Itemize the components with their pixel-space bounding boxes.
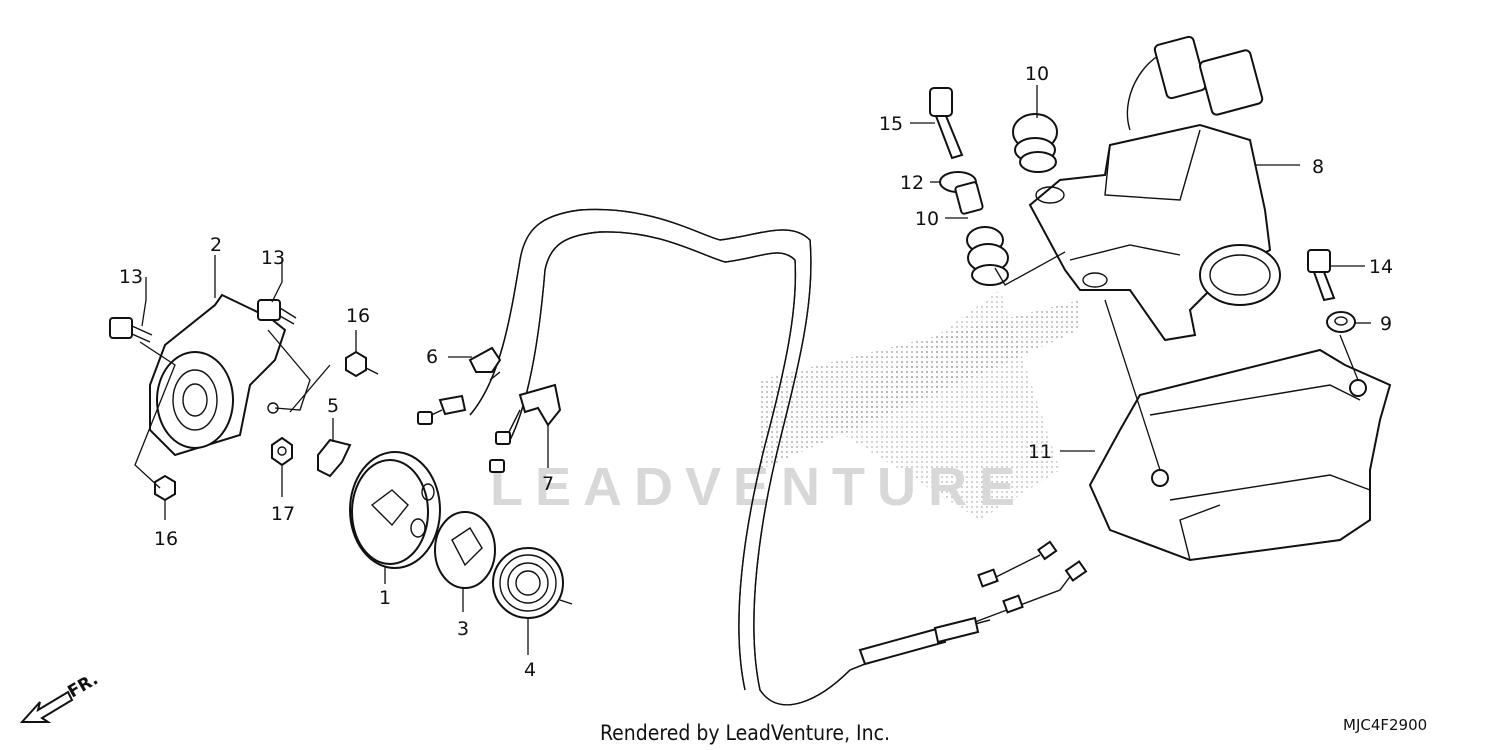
part-4-spring[interactable]	[492, 547, 573, 619]
callout-5[interactable]: 5	[327, 395, 339, 417]
callout-17[interactable]: 17	[271, 503, 295, 525]
front-arrow-icon	[19, 690, 74, 723]
part-7-bracket[interactable]	[489, 383, 562, 473]
callout-3[interactable]: 3	[457, 618, 469, 640]
part-17-nut[interactable]	[271, 436, 293, 467]
part-13-bolt-left[interactable]	[109, 317, 153, 343]
part-16-nut-top[interactable]	[345, 350, 379, 378]
part-3-plate[interactable]	[434, 511, 496, 589]
callout-10-bottom[interactable]: 10	[915, 208, 939, 230]
callout-13-right[interactable]: 13	[261, 247, 285, 269]
watermark-text: LEADVENTURE	[490, 457, 1027, 517]
callout-7[interactable]: 7	[542, 473, 554, 495]
callout-8[interactable]: 8	[1312, 156, 1324, 178]
throttle-cables[interactable]	[469, 208, 1088, 706]
leader-lines	[134, 85, 1371, 655]
callout-11[interactable]: 11	[1028, 441, 1052, 463]
callout-12[interactable]: 12	[900, 172, 924, 194]
part-13-bolt-right[interactable]	[257, 299, 297, 325]
part-9-washer[interactable]	[1326, 311, 1356, 333]
callout-16-bottom[interactable]: 16	[154, 528, 178, 550]
callout-4[interactable]: 4	[524, 659, 536, 681]
part-11-tray[interactable]	[1088, 348, 1392, 562]
part-5-clip[interactable]	[317, 438, 352, 478]
callout-13-left[interactable]: 13	[119, 266, 143, 288]
callout-15[interactable]: 15	[879, 113, 903, 135]
watermark: LEADVENTURE	[490, 290, 1080, 520]
diagram-code: MJC4F2900	[1343, 716, 1427, 734]
callout-14[interactable]: 14	[1369, 256, 1393, 278]
callout-1[interactable]: 1	[379, 587, 391, 609]
footer-credit: Rendered by LeadVenture, Inc.	[600, 721, 890, 745]
part-16-nut-bottom[interactable]	[154, 474, 176, 502]
callout-6[interactable]: 6	[426, 346, 438, 368]
part-15-bolt[interactable]	[929, 87, 964, 160]
part-10-grommet-bottom[interactable]	[966, 226, 1009, 286]
part-6-bracket[interactable]	[417, 346, 502, 425]
part-10-grommet-top[interactable]	[1012, 113, 1058, 173]
part-2-cover[interactable]	[149, 293, 287, 457]
callout-10-top[interactable]: 10	[1025, 63, 1049, 85]
part-12-collar[interactable]	[939, 171, 984, 215]
part-14-bolt[interactable]	[1307, 249, 1336, 302]
part-1-pulley[interactable]	[349, 451, 441, 569]
callout-9[interactable]: 9	[1380, 313, 1392, 335]
callout-16-top[interactable]: 16	[346, 305, 370, 327]
callouts: 1 2 3 4 5 6 7 8 9 10 10 11 12 13 13 14 1…	[119, 63, 1393, 681]
callout-2[interactable]: 2	[210, 234, 222, 256]
part-8-actuator[interactable]	[1028, 35, 1281, 342]
front-direction-indicator: FR.	[19, 669, 102, 723]
